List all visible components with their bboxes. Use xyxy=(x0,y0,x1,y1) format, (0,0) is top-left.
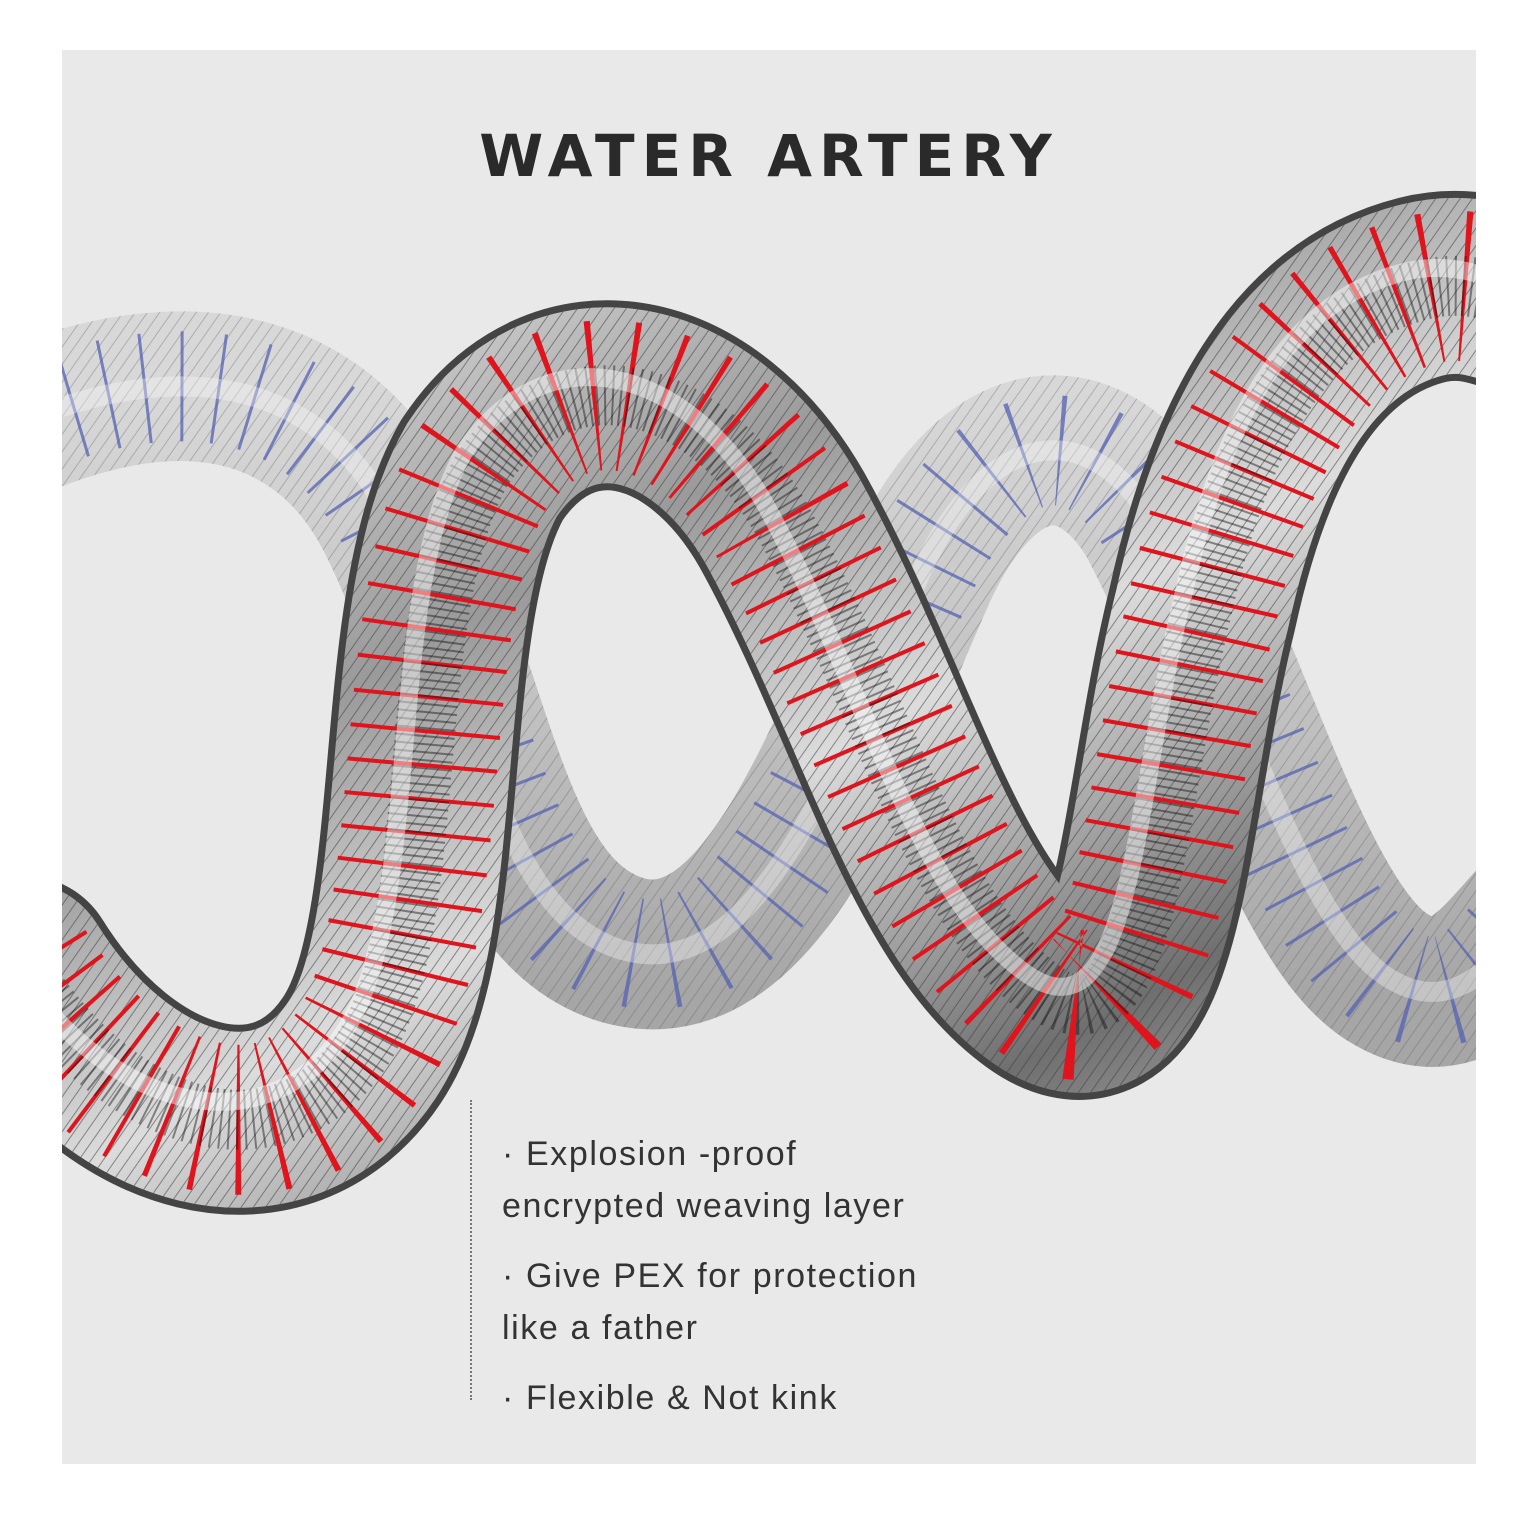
feature-line: · Flexible & Not kink xyxy=(502,1379,838,1417)
feature-line: encrypted weaving layer xyxy=(502,1187,906,1225)
feature-line: like a father xyxy=(502,1309,699,1347)
feature-line: · Explosion -proof xyxy=(502,1135,798,1173)
feature-item: · Flexible & Not kink xyxy=(502,1372,1122,1424)
braided-hose-illustration xyxy=(62,190,1476,1215)
dotted-divider xyxy=(470,1100,472,1400)
feature-list: · Explosion -proof encrypted weaving lay… xyxy=(502,1128,1122,1442)
headline: WATER ARTERY xyxy=(479,122,1059,190)
front-hose xyxy=(62,190,1476,1215)
feature-item: · Explosion -proof encrypted weaving lay… xyxy=(502,1128,1122,1232)
feature-line: · Give PEX for protection xyxy=(502,1257,919,1295)
product-banner: WATER ARTERY · Explosion -proof encrypte… xyxy=(62,50,1476,1464)
feature-item: · Give PEX for protection like a father xyxy=(502,1250,1122,1354)
